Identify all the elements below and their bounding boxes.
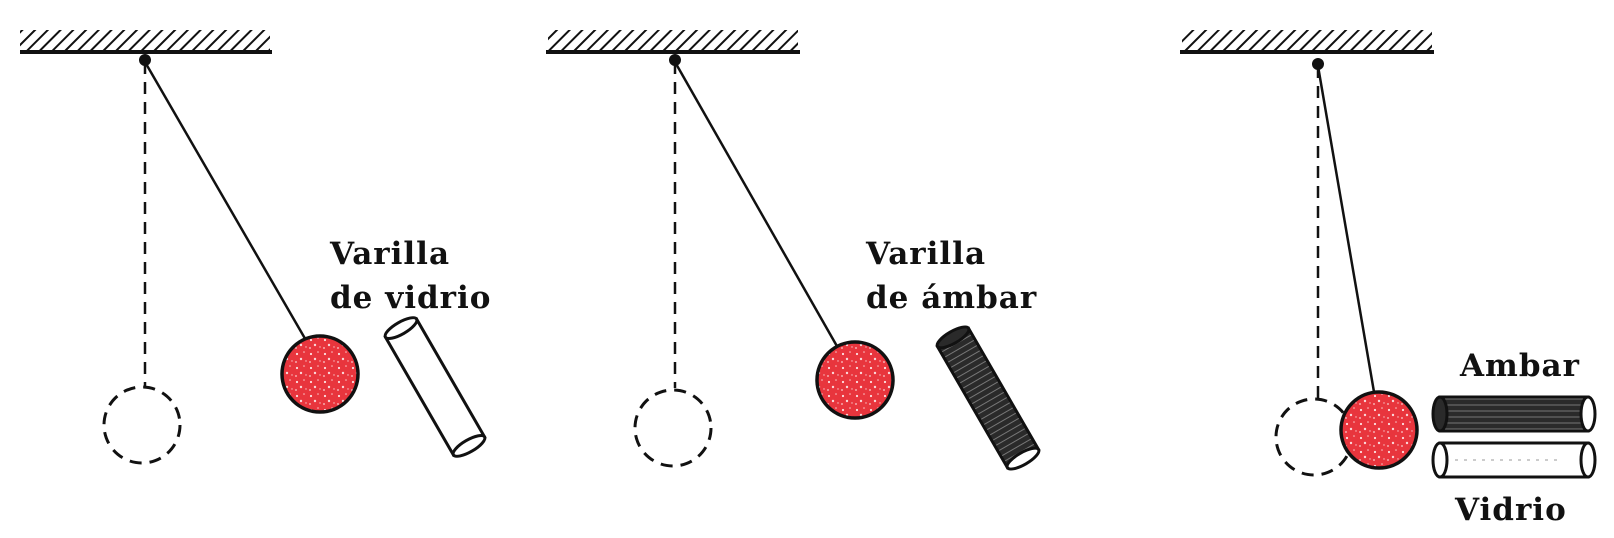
amber-rod (1431, 395, 1597, 433)
pendulum-thread (1316, 65, 1376, 393)
panel-glass-rod: Varilla de vidrio (20, 30, 491, 465)
rod-label-line1: Varilla (329, 236, 450, 272)
glass-rod (383, 316, 487, 458)
rod-label-line2: de vidrio (330, 280, 491, 316)
glass-rod (1431, 441, 1597, 479)
pendulum-thread (143, 61, 309, 343)
rod-label-line2: de ámbar (866, 280, 1037, 316)
glass-rod-label: Vidrio (1454, 492, 1567, 528)
pendulum-ball (280, 334, 360, 414)
amber-rod-label: Ambar (1459, 348, 1580, 384)
panel-amber-rod: Varilla de ámbar (546, 30, 1041, 471)
pendulum-thread (673, 61, 840, 349)
pivot-point (669, 54, 681, 66)
pendulum-ball (815, 340, 895, 420)
pivot-point (139, 54, 151, 66)
rod-label-line1: Varilla (865, 236, 986, 272)
ceiling-support (1180, 30, 1434, 54)
panel-both-rods: Ambar Vidrio (1180, 30, 1597, 528)
pendulum-ball (1339, 390, 1419, 470)
ceiling-support (20, 30, 272, 54)
rest-position-ball (102, 385, 182, 465)
ceiling-support (546, 30, 800, 54)
pivot-point (1312, 58, 1324, 70)
amber-rod (935, 325, 1041, 471)
rest-position-ball (633, 388, 713, 468)
